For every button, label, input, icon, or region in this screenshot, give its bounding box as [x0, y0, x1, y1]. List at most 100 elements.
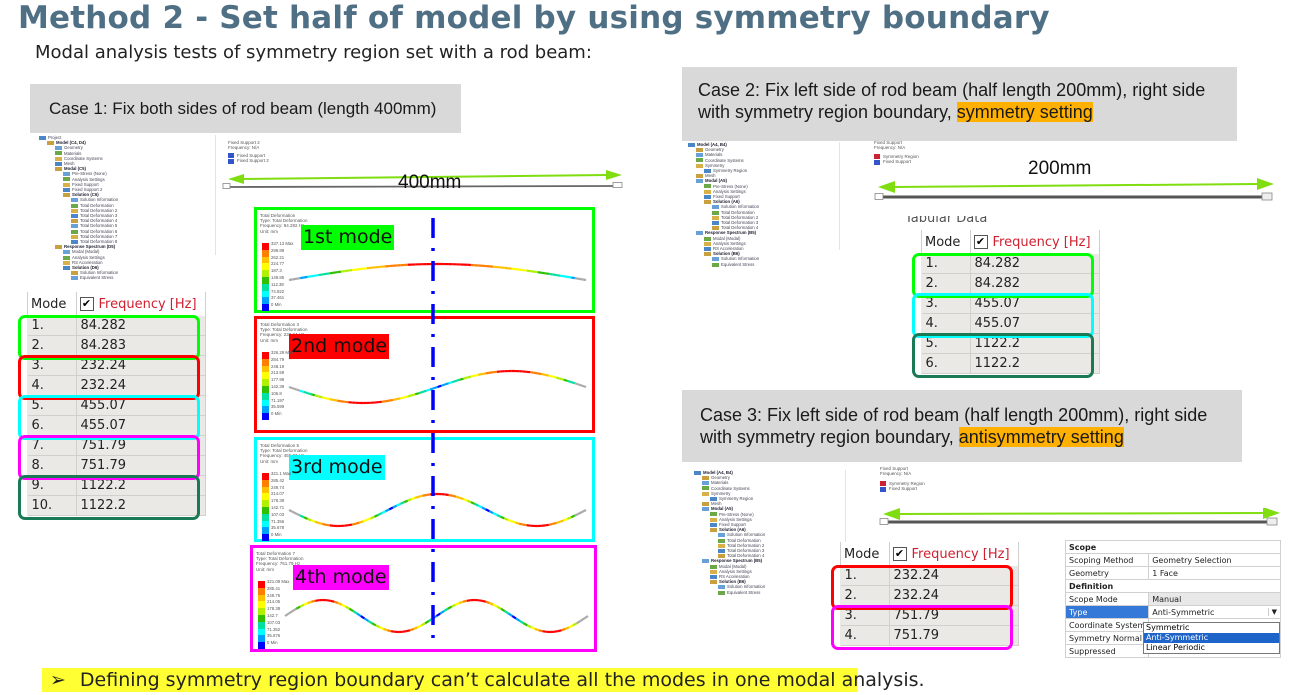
table-row[interactable]: 10.1122.2: [27, 495, 206, 516]
dropdown-option[interactable]: Symmetric: [1146, 623, 1190, 632]
tree-node[interactable]: Fixed Support 2: [35, 187, 215, 192]
column-header-mode[interactable]: Mode: [27, 292, 77, 316]
column-header-frequency[interactable]: ✔Frequency [Hz]: [75, 292, 206, 316]
tree-node[interactable]: Coordinate Systems: [690, 486, 845, 491]
table-row[interactable]: 1.232.24: [840, 566, 1019, 586]
frequency-checkbox[interactable]: ✔: [973, 235, 988, 249]
tree-node[interactable]: Total Deformation 3: [35, 213, 215, 218]
tree-node[interactable]: Modal (A5): [684, 178, 839, 183]
table-row[interactable]: 4.751.79: [840, 625, 1019, 646]
table-row[interactable]: 5.455.07: [27, 395, 206, 416]
tree-node[interactable]: Materials: [690, 480, 845, 485]
tree-node[interactable]: Modal (Modal): [35, 249, 215, 254]
table-row[interactable]: 3.232.24: [27, 355, 206, 376]
tree-node[interactable]: Pre-Stress (None): [690, 512, 845, 517]
tree-node[interactable]: Modal (Modal): [690, 564, 845, 569]
tree-node[interactable]: Materials: [684, 152, 839, 157]
tree-node[interactable]: Total Deformation 2: [690, 543, 845, 548]
tree-node[interactable]: Solution Information: [35, 270, 215, 275]
column-header-mode[interactable]: Mode: [921, 230, 971, 254]
tree-node[interactable]: Total Deformation 4: [35, 218, 215, 223]
tree-node[interactable]: Geometry: [684, 147, 839, 152]
tree-node[interactable]: Solution Information: [35, 197, 215, 202]
tree-node[interactable]: Analysis Settings: [35, 255, 215, 260]
table-row[interactable]: 8.751.79: [27, 455, 206, 476]
table-row[interactable]: 4.455.07: [921, 313, 1100, 334]
tree-node[interactable]: Total Deformation: [35, 203, 215, 208]
tree-node[interactable]: Response Spectrum (D5): [35, 244, 215, 249]
tree-node[interactable]: Equivalent Stress: [690, 590, 845, 595]
tree-node[interactable]: Solution Information: [690, 532, 845, 537]
table-row[interactable]: 6.455.07: [27, 415, 206, 436]
tree-node[interactable]: Modal (A5): [690, 506, 845, 511]
tree-node[interactable]: Modal (C5): [35, 166, 215, 171]
tree-node[interactable]: Equivalent Stress: [684, 262, 839, 267]
tree-node[interactable]: Analysis Settings: [684, 241, 839, 246]
tree-node[interactable]: Symmetry Region: [684, 168, 839, 173]
tree-node[interactable]: Coordinate Systems: [684, 158, 839, 163]
table-row[interactable]: 2.232.24: [840, 585, 1019, 606]
table-row[interactable]: 3.751.79: [840, 605, 1019, 626]
tree-node[interactable]: Mesh: [35, 161, 215, 166]
tree-node[interactable]: Fixed Support: [684, 194, 839, 199]
frequency-checkbox[interactable]: ✔: [79, 297, 94, 311]
table-row[interactable]: 2.84.282: [921, 273, 1100, 294]
tree-node[interactable]: Mesh: [690, 501, 845, 506]
tree-node[interactable]: Geometry: [690, 475, 845, 480]
table-row[interactable]: 1.84.282: [921, 254, 1100, 274]
tree-node[interactable]: RS Acceleration: [690, 574, 845, 579]
tree-node[interactable]: Solution (C6): [35, 192, 215, 197]
tree-node[interactable]: Model (A4, B4): [690, 470, 845, 475]
tree-node[interactable]: Total Deformation 4: [690, 553, 845, 558]
tree-node[interactable]: Total Deformation 7: [35, 234, 215, 239]
tree-node[interactable]: RS Acceleration: [684, 246, 839, 251]
tree-node[interactable]: Project: [35, 135, 215, 140]
column-header-frequency[interactable]: ✔Frequency [Hz]: [888, 542, 1019, 566]
table-row[interactable]: 3.455.07: [921, 293, 1100, 314]
tree-node[interactable]: Total Deformation 6: [35, 229, 215, 234]
tree-node[interactable]: Analysis Settings: [690, 569, 845, 574]
dropdown-arrow-icon[interactable]: ▼: [1267, 607, 1277, 616]
column-header-mode[interactable]: Mode: [840, 542, 890, 566]
tree-node[interactable]: Total Deformation 2: [35, 208, 215, 213]
tree-node[interactable]: Analysis Settings: [684, 189, 839, 194]
tree-node[interactable]: Total Deformation: [684, 210, 839, 215]
dropdown-option[interactable]: Linear Periodic: [1146, 643, 1205, 652]
frequency-checkbox[interactable]: ✔: [892, 547, 907, 561]
tree-node[interactable]: Pre-Stress (None): [684, 184, 839, 189]
tree-node[interactable]: Solution (A6): [684, 199, 839, 204]
tree-node[interactable]: Solution Information: [684, 256, 839, 261]
tree-node[interactable]: Symmetry: [690, 491, 845, 496]
tree-node[interactable]: Total Deformation: [690, 538, 845, 543]
properties-section-header[interactable]: Scope: [1065, 540, 1281, 554]
tree-node[interactable]: Response Spectrum (B5): [690, 558, 845, 563]
tree-node[interactable]: Total Deformation 5: [35, 223, 215, 228]
properties-section-header[interactable]: Definition: [1065, 579, 1281, 593]
tree-node[interactable]: Solution Information: [690, 584, 845, 589]
tree-node[interactable]: RS Acceleration: [35, 260, 215, 265]
tree-node[interactable]: Symmetry Region: [690, 496, 845, 501]
table-row[interactable]: 1.84.282: [27, 316, 206, 336]
table-row[interactable]: 4.232.24: [27, 375, 206, 396]
table-row[interactable]: 5.1122.2: [921, 333, 1100, 354]
tree-node[interactable]: Solution (B6): [690, 579, 845, 584]
tree-node[interactable]: Solution (D6): [35, 265, 215, 270]
tree-node[interactable]: Coordinate Systems: [35, 156, 215, 161]
tree-node[interactable]: Geometry: [35, 145, 215, 150]
tree-node[interactable]: Total Deformation 2: [684, 215, 839, 220]
tree-node[interactable]: Materials: [35, 151, 215, 156]
property-value[interactable]: Anti-Symmetric▼: [1148, 605, 1281, 619]
tree-node[interactable]: Symmetry: [684, 163, 839, 168]
tree-node[interactable]: Solution (B6): [684, 251, 839, 256]
tree-node[interactable]: Solution Information: [684, 204, 839, 209]
tree-node[interactable]: Solution (A6): [690, 527, 845, 532]
table-row[interactable]: 6.1122.2: [921, 353, 1100, 374]
column-header-frequency[interactable]: ✔Frequency [Hz]: [969, 230, 1100, 254]
tree-node[interactable]: Response Spectrum (B5): [684, 230, 839, 235]
tree-node[interactable]: Total Deformation 3: [690, 548, 845, 553]
